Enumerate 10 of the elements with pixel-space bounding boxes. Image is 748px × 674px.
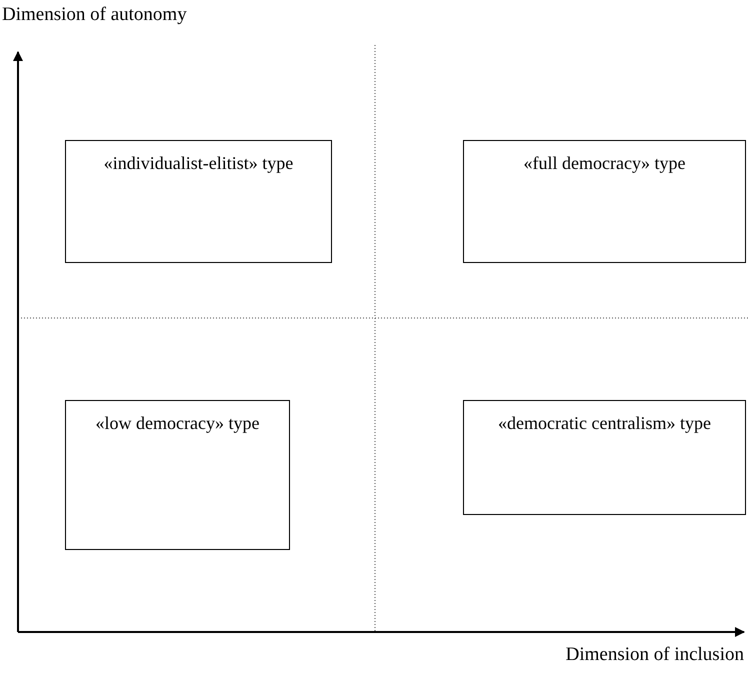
axis-title: Dimension of autonomy [2, 4, 187, 26]
type-box [65, 400, 290, 550]
type-box [463, 140, 746, 263]
type-box [65, 140, 332, 263]
type-box [463, 400, 746, 515]
type-label: «low democracy» type [94, 412, 260, 435]
type-label: «full democracy» type [522, 152, 686, 175]
type-label: «democratic centralism» type [497, 412, 712, 435]
axis-title: Dimension of inclusion [566, 644, 744, 666]
type-label: «individualist-elitist» type [102, 152, 294, 175]
